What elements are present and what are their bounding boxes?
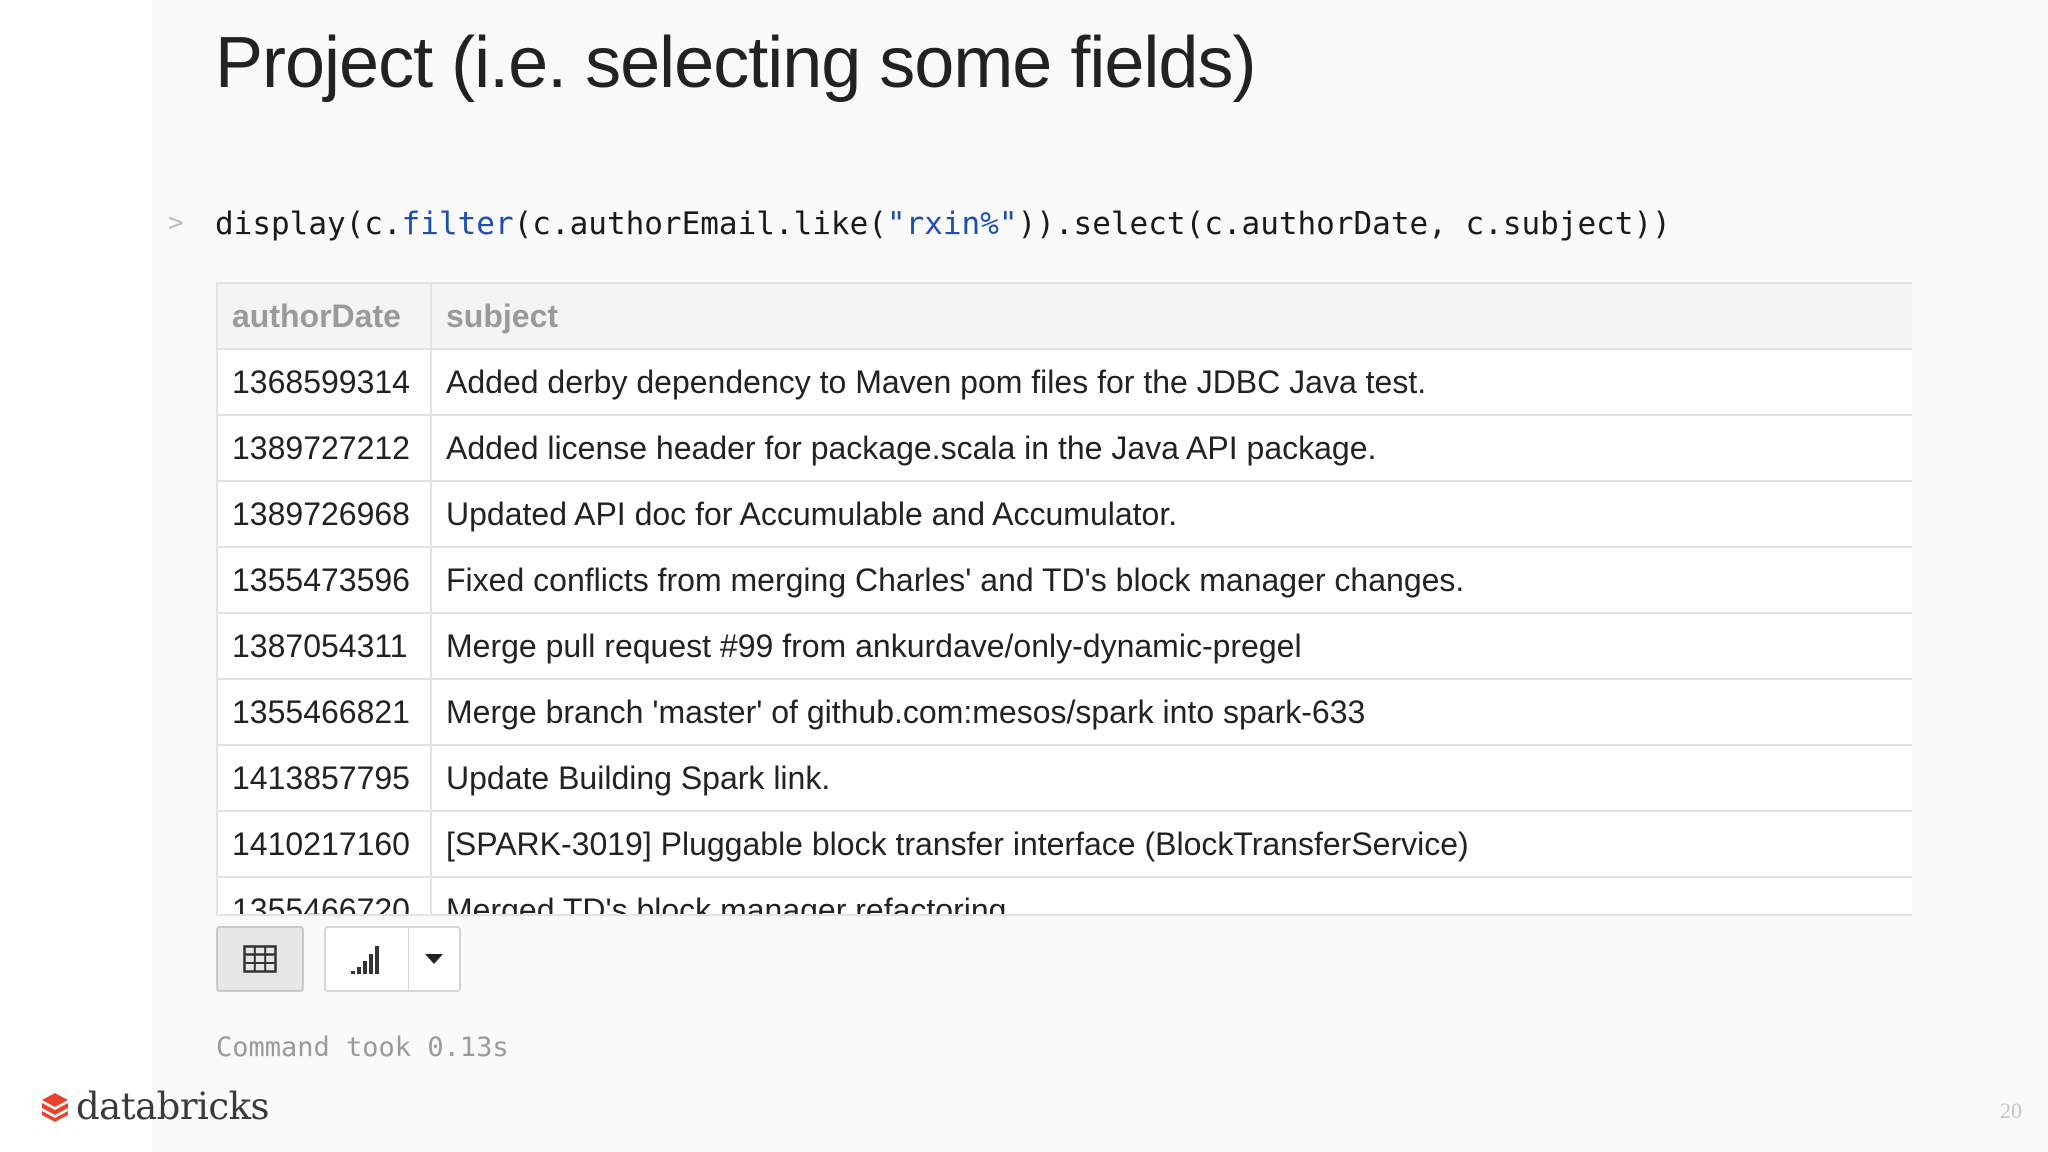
column-header-subject[interactable]: subject [431,284,1912,350]
subject-cell: Merge branch 'master' of github.com:meso… [431,679,1912,746]
bar-chart-icon [351,946,379,974]
author-date-cell: 1355466720 [218,877,432,914]
code-keyword: filter [401,206,514,242]
subject-cell: Merged TD's block manager refactoring [431,877,1912,914]
column-header-authordate[interactable]: authorDate [218,284,432,350]
table-view-button[interactable] [216,926,304,992]
caret-down-icon [425,954,443,964]
subject-cell: Update Building Spark link. [431,745,1912,812]
chart-options-dropdown[interactable] [408,926,461,992]
subject-cell: Updated API doc for Accumulable and Accu… [431,481,1912,548]
subject-cell: Added license header for package.scala i… [431,415,1912,482]
chart-view-button[interactable] [324,926,410,992]
author-date-cell: 1389727212 [218,415,432,482]
databricks-mark-icon [42,1092,68,1122]
code-input[interactable]: display(c.filter(c.authorEmail.like("rxi… [215,206,1671,242]
table-icon [243,945,277,973]
author-date-cell: 1368599314 [218,349,432,416]
code-part: )).select(c.authorDate, c.subject)) [1017,206,1671,242]
author-date-cell: 1389726968 [218,481,432,548]
subject-cell: Fixed conflicts from merging Charles' an… [431,547,1912,614]
code-part: display(c. [215,206,402,242]
table-row: 1410217160[SPARK-3019] Pluggable block t… [218,811,1912,878]
author-date-cell: 1355466821 [218,679,432,746]
subject-cell: [SPARK-3019] Pluggable block transfer in… [431,811,1912,878]
subject-cell: Merge pull request #99 from ankurdave/on… [431,613,1912,680]
subject-cell: Added derby dependency to Maven pom file… [431,349,1912,416]
table-header-row: authorDate subject [218,284,1912,350]
author-date-cell: 1355473596 [218,547,432,614]
databricks-logo: databricks [40,1085,270,1128]
slide-title: Project (i.e. selecting some fields) [215,23,1256,103]
page-number: 20 [2000,1098,2022,1123]
code-string: "rxin%" [886,206,1018,242]
author-date-cell: 1413857795 [218,745,432,812]
author-date-cell: 1387054311 [218,613,432,680]
brand-name: databricks [76,1085,270,1128]
cell-prompt: > [168,208,184,238]
author-date-cell: 1410217160 [218,811,432,878]
command-status: Command took 0.13s [216,1032,509,1063]
code-part: (c.authorEmail.like( [513,206,887,242]
